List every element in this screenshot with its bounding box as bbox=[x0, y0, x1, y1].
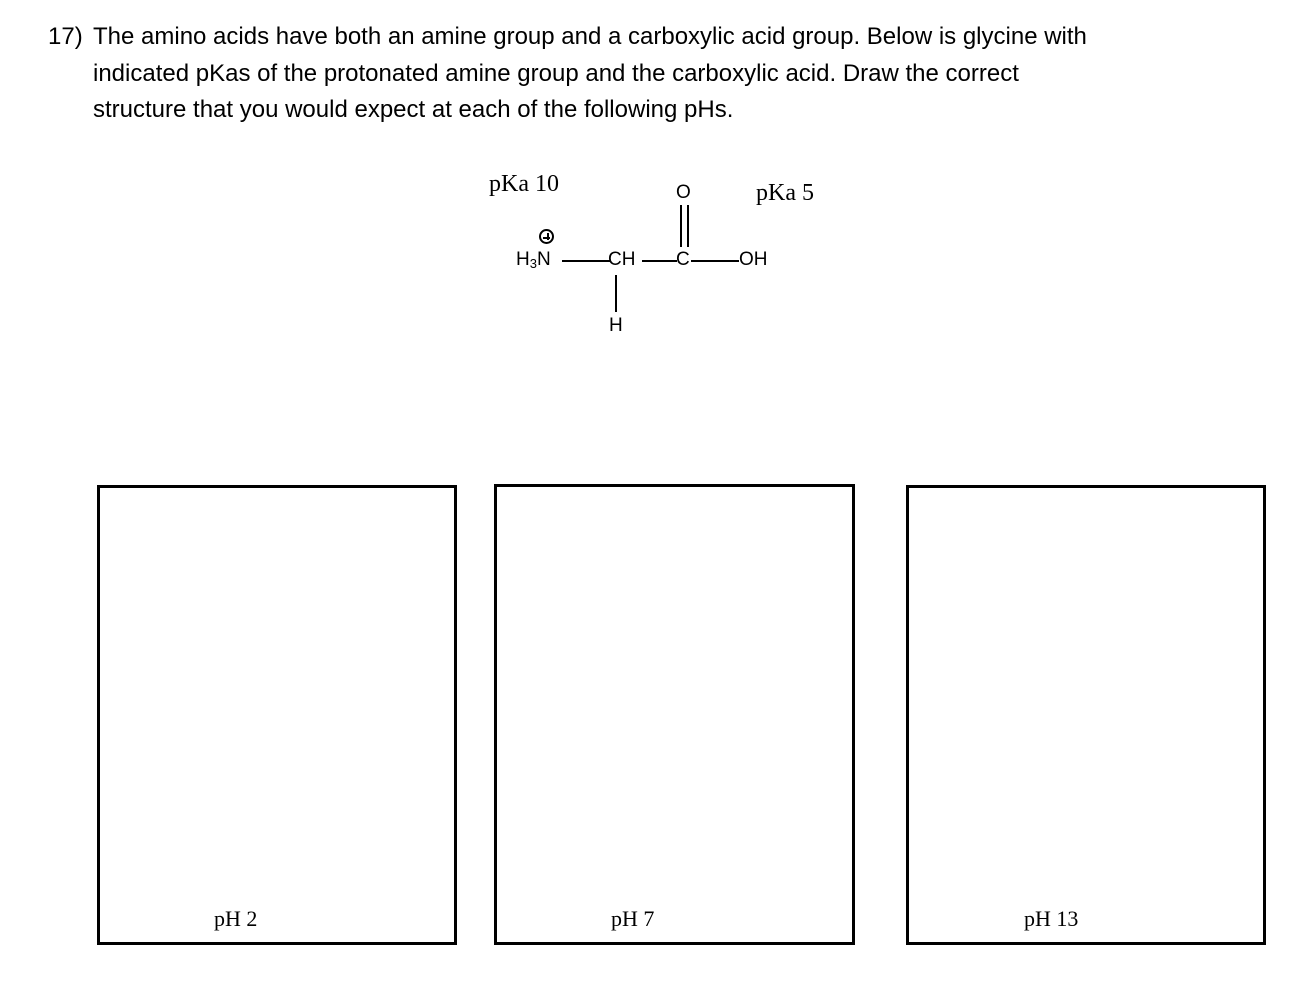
question-line-1: The amino acids have both an amine group… bbox=[93, 23, 1087, 50]
answer-box-ph13[interactable]: pH 13 bbox=[906, 485, 1266, 945]
box-label-ph7: pH 7 bbox=[611, 906, 655, 931]
bond-ch-c bbox=[642, 260, 677, 262]
question-number: 17) bbox=[48, 23, 83, 50]
question-line-2: indicated pKas of the protonated amine g… bbox=[93, 59, 1019, 87]
positive-charge-icon bbox=[539, 229, 554, 244]
question-line-3: structure that you would expect at each … bbox=[93, 96, 734, 123]
carbonyl-carbon: C bbox=[676, 249, 690, 270]
box-label-ph2: pH 2 bbox=[214, 906, 258, 931]
alpha-hydrogen: H bbox=[609, 315, 623, 336]
carbonyl-oxygen: O bbox=[676, 182, 691, 203]
bond-c-oh bbox=[691, 260, 739, 262]
amine-h-atom: H bbox=[516, 249, 530, 270]
box-label-ph13: pH 13 bbox=[1024, 906, 1079, 931]
alpha-carbon: CH bbox=[608, 249, 636, 270]
hydroxyl-group: OH bbox=[739, 249, 768, 270]
double-bond-right bbox=[687, 205, 689, 247]
amine-subscript: 3 bbox=[529, 256, 537, 271]
amine-n-atom: N bbox=[536, 249, 551, 270]
bond-n-ch bbox=[562, 260, 610, 262]
double-bond-left bbox=[680, 205, 682, 247]
pka-acid-label: pKa 5 bbox=[756, 180, 814, 206]
answer-box-ph7[interactable]: pH 7 bbox=[494, 484, 855, 945]
pka-amine-label: pKa 10 bbox=[489, 171, 559, 197]
bond-c-h bbox=[615, 275, 617, 312]
answer-box-ph2[interactable]: pH 2 bbox=[97, 485, 457, 945]
amine-group: H3N bbox=[516, 249, 551, 271]
